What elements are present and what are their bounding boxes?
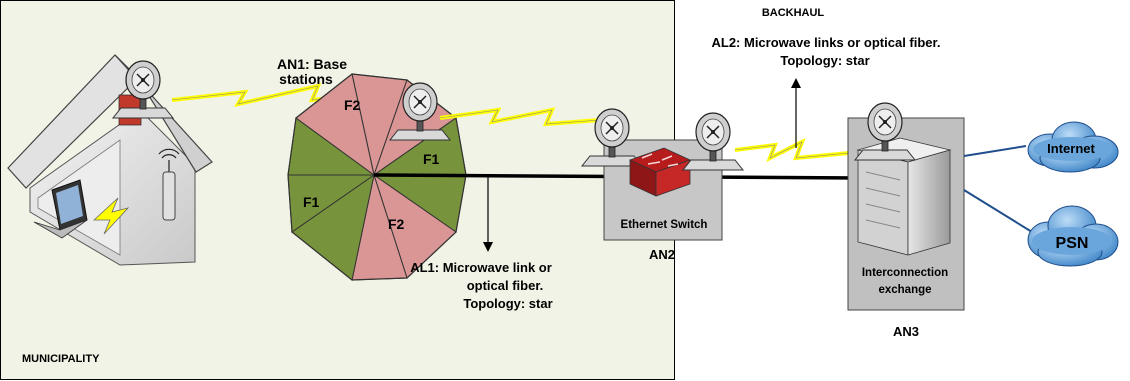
backhaul-label: BACKHAUL <box>762 7 825 19</box>
sector-f1-left: F1 <box>303 194 320 210</box>
sector-f2-top: F2 <box>344 97 361 113</box>
internet-cloud-icon <box>1027 121 1119 173</box>
psn-link <box>963 189 1033 233</box>
psn-label: PSN <box>1056 235 1089 252</box>
switch-label: Ethernet Switch <box>621 219 708 231</box>
al2-pointer-arrow <box>791 78 801 88</box>
internet-link <box>963 145 1027 157</box>
psn-cloud-icon <box>1027 205 1119 267</box>
exchange-label-line1: Interconnection <box>862 267 948 279</box>
al1-label-line3: Topology: star <box>463 296 552 311</box>
an3-label: AN3 <box>893 324 919 339</box>
an2-label: AN2 <box>649 247 675 262</box>
exchange-label-line2: exchange <box>878 284 931 296</box>
al2-label-line1: AL2: Microwave links or optical fiber. <box>711 35 940 50</box>
an1-label-line1: AN1: Base <box>277 56 347 72</box>
municipality-label: MUNICIPALITY <box>22 353 100 365</box>
sector-f2-bottom: F2 <box>388 216 405 232</box>
microwave-link-al2-outline <box>734 141 861 159</box>
base-station-sectors <box>287 73 467 281</box>
wifi-router-icon <box>158 148 180 221</box>
al1-pointer-arrow <box>483 242 493 252</box>
laptop-icon <box>33 179 88 239</box>
al1-label-line2: optical fiber. <box>467 278 544 293</box>
wifi-lightning-icon <box>92 197 130 235</box>
microwave-link-al1-outline <box>439 109 601 125</box>
sector-f1-right: F1 <box>423 151 440 167</box>
internet-label: Internet <box>1047 141 1095 156</box>
ethernet-switch-icon <box>628 147 692 197</box>
an1-label-line2: stations <box>279 71 333 87</box>
al1-label-line1: AL1: Microwave link or <box>410 260 552 275</box>
al2-label-line2: Topology: star <box>780 53 869 68</box>
